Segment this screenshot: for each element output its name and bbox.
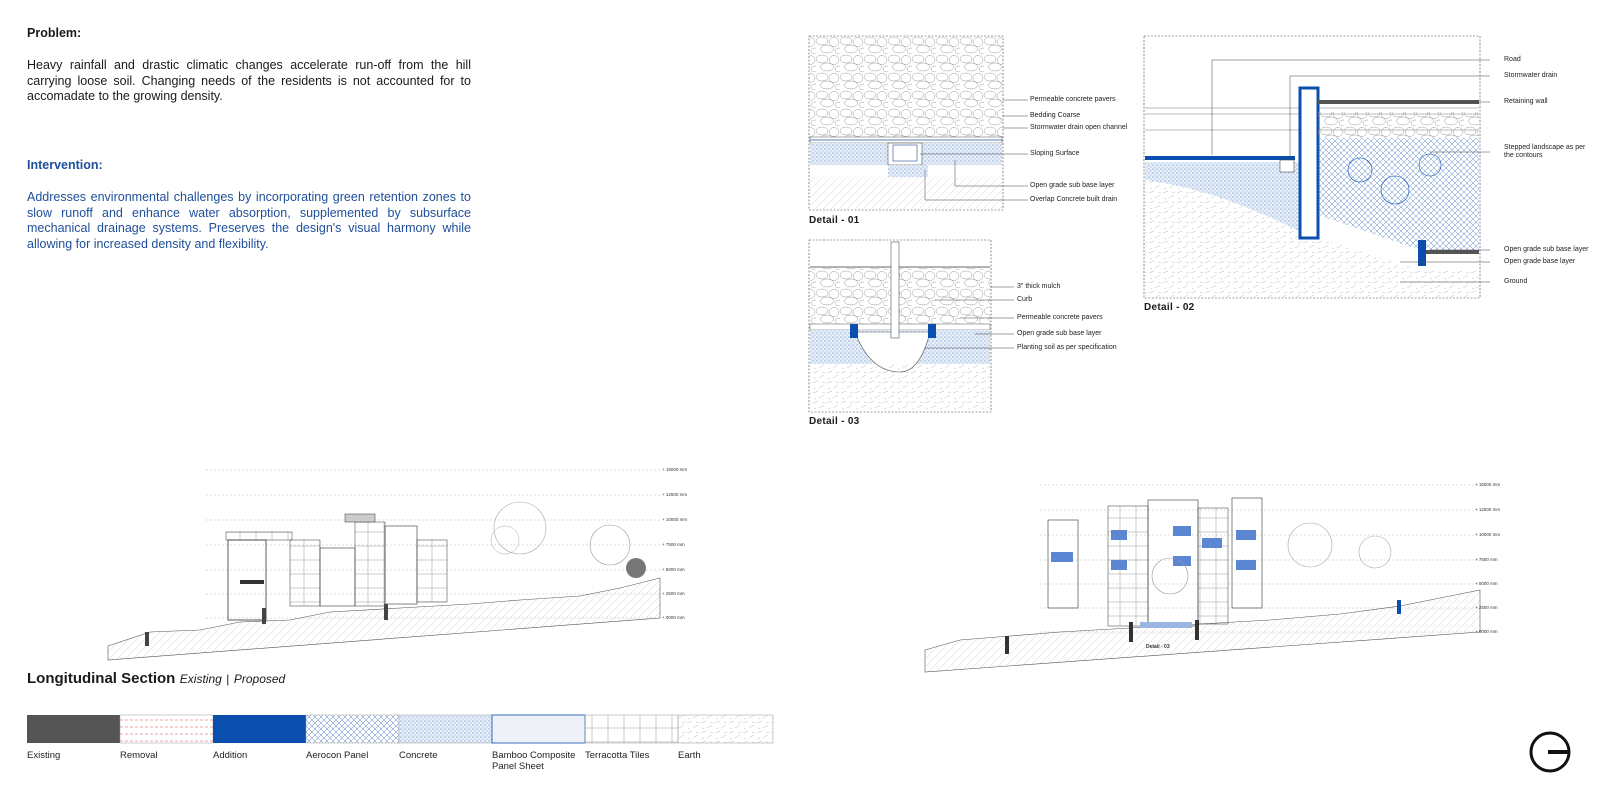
problem-heading: Problem: xyxy=(27,26,82,40)
d02-label-1: Road xyxy=(1504,56,1521,63)
elev-right-5: + 5000 mm xyxy=(1475,581,1498,586)
elev-right-3: + 10000 mm xyxy=(1475,532,1501,537)
legend-swatch-existing xyxy=(27,715,120,743)
d01-label-1: Permeable concrete pavers xyxy=(1030,96,1116,103)
d02-label-3: Retaining wall xyxy=(1504,98,1548,105)
elev-right-1: + 15000 mm xyxy=(1475,482,1501,487)
d03-label-3: Permeable concrete pavers xyxy=(1017,314,1103,321)
legend-label-concrete: Concrete xyxy=(399,750,438,761)
elev-left-4: + 7500 mm xyxy=(662,542,685,547)
d02-label-4: Stepped landscape as per the contours xyxy=(1504,144,1586,159)
d01-label-5: Open grade sub base layer xyxy=(1030,182,1115,189)
elev-left-5: + 5000 mm xyxy=(662,567,685,572)
d01-label-4: Sloping Surface xyxy=(1030,150,1080,157)
legend-label-terracotta: Terracotta Tiles xyxy=(585,750,650,761)
d02-label-2: Stormwater drain xyxy=(1504,72,1558,79)
elev-right-2: + 12500 mm xyxy=(1475,507,1501,512)
d02-label-5: Open grade sub base layer xyxy=(1504,246,1589,253)
detail-02-title: Detail - 02 xyxy=(1144,302,1195,313)
legend-swatch-aerocon xyxy=(305,714,400,744)
elev-left-6: + 2500 mm xyxy=(662,591,685,596)
problem-text: Heavy rainfall and drastic climatic chan… xyxy=(27,58,471,103)
d03-label-4: Open grade sub base layer xyxy=(1017,330,1102,337)
legend-label-existing: Existing xyxy=(27,750,61,761)
section-proposed: Proposed xyxy=(233,672,286,686)
legend-swatch-terracotta xyxy=(584,714,679,744)
section-title-row: Longitudinal Section Existing | Proposed xyxy=(27,670,285,688)
detail-03-title: Detail - 03 xyxy=(809,416,860,427)
legend-label-removal: Removal xyxy=(120,750,158,761)
legend-swatch-earth xyxy=(677,714,774,744)
detail-01-title: Detail - 01 xyxy=(809,215,860,226)
circle-logo-icon xyxy=(1529,731,1571,773)
d01-label-6: Overlap Concrete built drain xyxy=(1030,196,1118,203)
d03-label-5: Planting soil as per specification xyxy=(1017,344,1117,351)
section-detail-tag: Detail - 03 xyxy=(1146,644,1170,650)
d02-label-7: Ground xyxy=(1504,278,1528,285)
elev-right-6: + 2500 mm xyxy=(1475,605,1498,610)
legend-label-bamboo: Bamboo Composite Panel Sheet xyxy=(492,750,576,772)
d03-label-2: Curb xyxy=(1017,296,1033,303)
legend-label-earth: Earth xyxy=(678,750,701,761)
d01-label-2: Bedding Coarse xyxy=(1030,112,1081,119)
legend-label-addition: Addition xyxy=(213,750,248,761)
elev-left-7: + 0000 mm xyxy=(662,615,685,620)
legend-swatch-removal xyxy=(119,714,214,744)
elev-right-4: + 7500 mm xyxy=(1475,557,1498,562)
d01-label-3: Stormwater drain open channel xyxy=(1030,124,1128,131)
legend-label-aerocon: Aerocon Panel xyxy=(306,750,369,761)
section-existing: Existing xyxy=(179,672,222,686)
elev-right-7: + 0000 mm xyxy=(1475,629,1498,634)
intervention-text: Addresses environmental challenges by in… xyxy=(27,190,471,251)
d02-label-6: Open grade base layer xyxy=(1504,258,1576,265)
section-title: Longitudinal Section xyxy=(27,670,176,687)
elev-left-2: + 12500 mm xyxy=(662,492,688,497)
section-separator: | xyxy=(226,672,230,686)
d03-label-1: 3" thick mulch xyxy=(1017,283,1061,290)
elev-left-3: + 10000 mm xyxy=(662,517,688,522)
intervention-heading: Intervention: xyxy=(27,158,103,172)
legend-swatch-bamboo xyxy=(491,714,586,744)
elev-left-1: + 15000 mm xyxy=(662,467,688,472)
legend-swatch-addition xyxy=(213,715,306,743)
legend-swatch-concrete xyxy=(398,714,493,744)
